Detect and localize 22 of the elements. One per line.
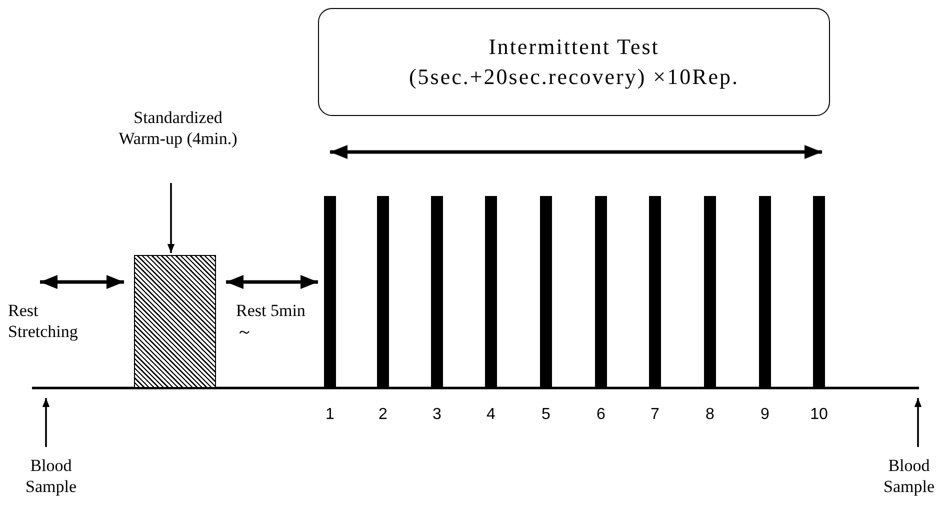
repetition-number: 2 bbox=[378, 405, 388, 425]
annotation-text: Blood Sample bbox=[24, 455, 78, 497]
phase-label: Rest Stretching bbox=[8, 300, 79, 342]
annotation-text: Standardized Warm-up (4min.) bbox=[118, 107, 238, 149]
test-description: (5sec.+20sec.recovery) ×10Rep. bbox=[408, 63, 740, 91]
phase-label: Rest 5min～ bbox=[236, 300, 306, 342]
repetition-number: 1 bbox=[324, 405, 336, 425]
repetition-number: 10 bbox=[809, 405, 829, 425]
warm-up-block bbox=[134, 255, 216, 388]
repetition-number: 5 bbox=[540, 405, 552, 425]
repetition-number: 8 bbox=[704, 405, 716, 425]
arrow bbox=[42, 398, 50, 447]
repetition-number: 7 bbox=[650, 405, 660, 425]
repetition-number: 6 bbox=[596, 405, 606, 425]
arrow bbox=[167, 183, 175, 253]
test-box bbox=[318, 8, 830, 116]
repetition-number: 9 bbox=[760, 405, 770, 425]
annotation-text: Blood Sample bbox=[882, 455, 936, 497]
test-title: Intermittent Test bbox=[488, 33, 660, 61]
arrow bbox=[914, 398, 922, 447]
repetition-number: 3 bbox=[432, 405, 442, 425]
repetition-number: 4 bbox=[486, 405, 496, 425]
